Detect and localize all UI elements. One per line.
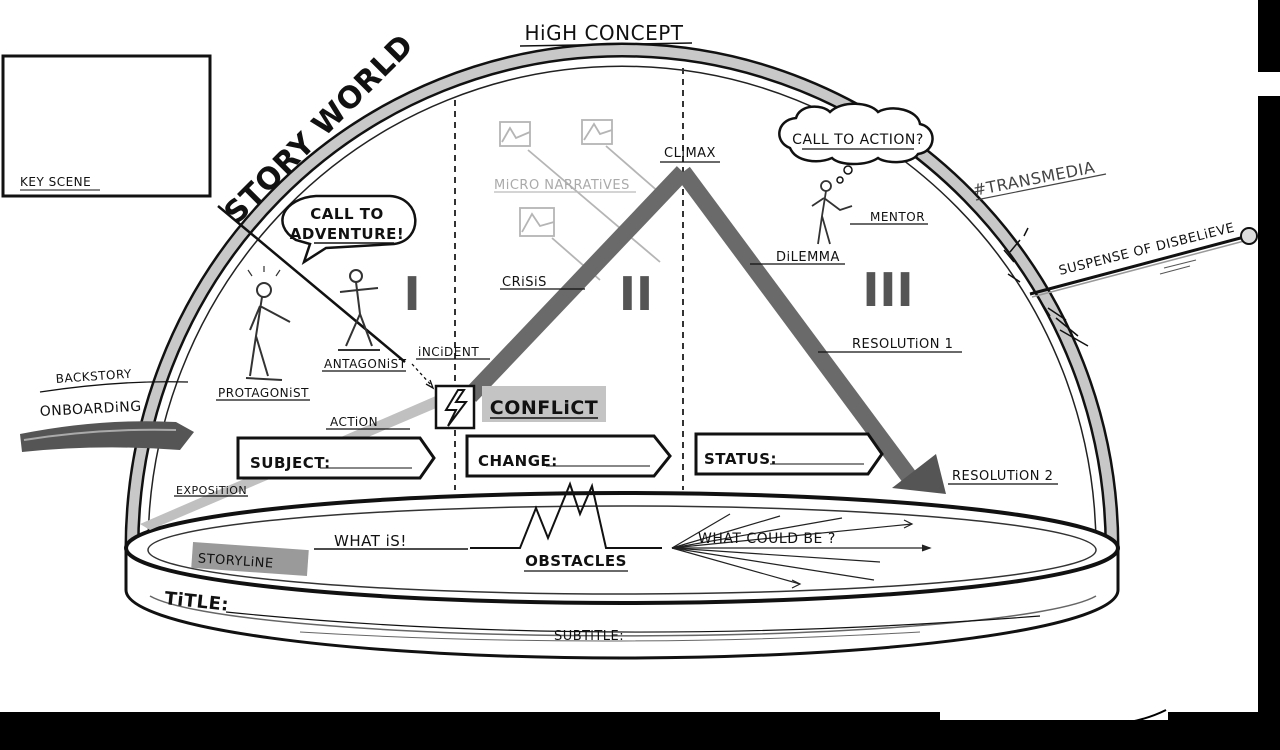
change-label: CHANGE: [478, 452, 558, 470]
dome [124, 42, 1120, 549]
status-label: STATUS: [704, 450, 777, 468]
subject-label: SUBJECT: [250, 454, 331, 472]
onboarding-label: ONBOARDiNG [39, 399, 142, 420]
transmedia-label: #TRANSMEDIA [971, 158, 1096, 200]
right-frame-bar [1258, 96, 1280, 712]
action-label: ACTiON [330, 415, 378, 429]
status-box [694, 432, 884, 476]
act-1-numeral: I [403, 267, 420, 321]
antagonist-figure [338, 269, 380, 351]
mentor-label: MENTOR [870, 210, 925, 224]
act-3-numeral: III [862, 263, 913, 317]
subtitle-label: SUBTiTLE: [554, 629, 624, 644]
storyline-label: STORYLiNE [197, 551, 274, 571]
obstacles-peaks [470, 481, 662, 549]
call-to-action-label: CALL TO ACTION? [792, 132, 924, 148]
mentor-figure [811, 180, 853, 245]
protagonist-figure [245, 266, 291, 381]
storyline-highlight [191, 541, 309, 577]
what-could-be-rays [671, 513, 932, 589]
resolution-2-label: RESOLUTiON 2 [952, 469, 1053, 484]
dilemma-label: DiLEMMA [776, 250, 840, 265]
crisis-label: CRiSiS [502, 275, 547, 290]
story-world-pointer [217, 205, 406, 363]
resolution-1-label: RESOLUTiON 1 [852, 337, 953, 352]
micro-narratives-label: MiCRO NARRATiVES [494, 178, 630, 193]
act-2-numeral: II [619, 267, 653, 321]
lightning-icon [434, 384, 476, 430]
obstacles-label: OBSTACLES [525, 552, 627, 570]
key-scene-box [1, 54, 212, 198]
subject-box [236, 436, 436, 480]
pin-icon [1003, 227, 1258, 347]
high-concept-label: HiGH CONCEPT [524, 21, 683, 45]
onboarding-arrow [20, 421, 194, 452]
antagonist-label: ANTAGONiST [324, 357, 407, 371]
white-patch [940, 672, 1168, 720]
exposition-label: EXPOSiTiON [176, 484, 247, 497]
what-is-label: WHAT iS! [334, 532, 407, 550]
incident-label: iNCiDENT [418, 345, 479, 359]
climax-label: CLiMAX [664, 146, 716, 161]
conflict-highlight [482, 386, 606, 422]
call-to-adventure-line1: CALL TO [310, 205, 383, 223]
call-to-adventure-bubble [281, 194, 417, 265]
right-frame-bar-top [1258, 0, 1280, 72]
call-to-adventure-line2: ADVENTURE! [290, 225, 405, 243]
conflict-label: CONFLiCT [490, 397, 599, 419]
backstory-label: BACKSTORY [55, 367, 132, 386]
change-box [465, 434, 672, 478]
what-could-be-label: WHAT COULD BE ? [698, 531, 836, 547]
protagonist-label: PROTAGONiST [218, 386, 309, 400]
key-scene-label: KEY SCENE [20, 175, 91, 189]
micro-narrative-icons [499, 119, 669, 281]
